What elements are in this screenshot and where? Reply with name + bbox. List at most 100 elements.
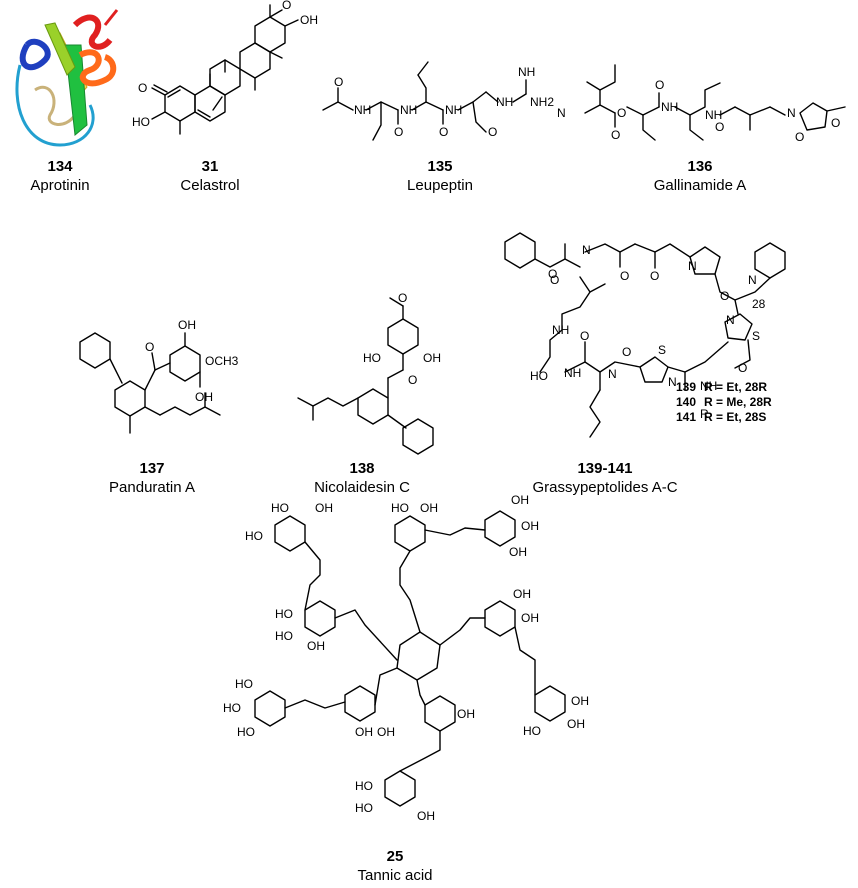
galloyl-ring [344, 685, 376, 722]
caption-135: 135 Leupeptin [407, 158, 473, 195]
atom-o: O [334, 75, 343, 89]
atom-nh: NH [354, 103, 371, 117]
atom-nh2: NH2 [530, 95, 554, 109]
atom-oh: OH [307, 639, 325, 653]
atom-o: O [282, 0, 291, 12]
atom-och3: OCH3 [205, 354, 239, 368]
atom-oh: OH [195, 390, 213, 404]
compound-name: Aprotinin [30, 177, 90, 194]
galloyl-ring [254, 690, 286, 727]
atom-nh: NH [700, 379, 717, 393]
cyclohexene-ring [114, 380, 146, 417]
ring-b [194, 85, 226, 122]
galloyl-ring [484, 600, 516, 637]
ribbon-sheet-lime [44, 22, 76, 76]
ribbon-strand-blue [19, 38, 51, 71]
atom-n: N [582, 243, 591, 257]
atom-o: O [617, 106, 626, 120]
atom-label-28: 28 [752, 297, 766, 311]
atom-oh: OH [377, 725, 395, 739]
atom-o: O [145, 340, 154, 354]
atom-ho: HO [391, 501, 409, 515]
r-group-text: R = Et, 28R [704, 380, 768, 394]
atom-nh: NH [705, 108, 722, 122]
atom-ho: HO [245, 529, 263, 543]
atom-o: O [439, 125, 448, 139]
atom-o: O [620, 269, 629, 283]
phenyl-ring [402, 418, 434, 455]
compound-name: Gallinamide A [653, 177, 747, 194]
atom-s: S [658, 343, 666, 357]
pyrrolidine-ring [689, 246, 721, 275]
atom-o: O [650, 269, 659, 283]
compound-name: Grassypeptolides A-C [532, 479, 678, 496]
r-group-number: 140 [676, 395, 697, 409]
compound-name: Tannic acid [357, 867, 433, 884]
compound-number: 31 [201, 158, 219, 175]
atom-ho: HO [132, 115, 150, 129]
caption-31: 31 Celastrol [180, 158, 239, 195]
atom-oh: OH [315, 501, 333, 515]
atom-nh: NH [496, 95, 513, 109]
celastrol-structure: O HO O OH [132, 0, 318, 135]
atom-oh: OH [417, 809, 435, 823]
methoxyphenol-ring [387, 318, 419, 355]
atom-nh: NH [564, 366, 581, 380]
atom-ho: HO [223, 701, 241, 715]
tannic-acid-structure: HO OH HO HO OH OH OH OH HO HO OH OH OH O… [223, 493, 589, 823]
atom-nh: NH [518, 65, 535, 79]
atom-oh: OH [178, 318, 196, 332]
atom-o: O [580, 329, 589, 343]
atom-o: O [138, 81, 147, 95]
atom-n: N [688, 259, 697, 273]
atom-o: O [611, 128, 620, 142]
phenyl-ring [504, 232, 536, 269]
atom-ho: HO [355, 779, 373, 793]
atom-nh: NH [445, 103, 462, 117]
compound-name: Celastrol [180, 177, 240, 194]
caption-139-141: 139-141 Grassypeptolides A-C [532, 460, 677, 497]
atom-o: O [831, 116, 840, 130]
ribbon-helix-red [72, 14, 113, 50]
compound-name: Panduratin A [109, 479, 195, 496]
r-group-number: 139 [676, 380, 697, 394]
atom-ho: HO [523, 724, 541, 738]
galloyl-ring [424, 695, 456, 732]
thiazoline-ring [724, 313, 753, 341]
atom-o: O [622, 345, 631, 359]
galloyl-ring [534, 685, 566, 722]
compound-number: 138 [349, 460, 375, 477]
atom-oh: OH [423, 351, 441, 365]
aryl-ring [169, 345, 201, 382]
atom-o: O [720, 289, 729, 303]
atom-o: O [408, 373, 417, 387]
atom-ho: HO [275, 629, 293, 643]
atom-ho: HO [271, 501, 289, 515]
atom-oh: OH [511, 493, 529, 507]
atom-oh: OH [420, 501, 438, 515]
galloyl-ring [394, 515, 426, 552]
atom-ho: HO [237, 725, 255, 739]
r-group-row: 139 R = Et, 28R [676, 380, 772, 395]
atom-o: O [655, 78, 664, 92]
panduratin-a-structure: O OH OH OCH3 [79, 318, 239, 434]
ribbon-loop-cyan [15, 64, 95, 147]
atom-oh: OH [521, 519, 539, 533]
atom-n: N [748, 273, 757, 287]
compound-name: Leupeptin [407, 177, 473, 194]
galloyl-ring [484, 510, 516, 547]
atom-oh: OH [300, 13, 318, 27]
atom-r: R [700, 407, 709, 421]
gallinamide-a-structure: N O O O NH NH O N O O [557, 64, 846, 144]
caption-134: 134 Aprotinin [30, 158, 89, 195]
grassypeptolides-structure: O N O O N O N 28 N S O NH HO NH O N O S … [504, 232, 786, 438]
caption-136: 136 Gallinamide A [654, 158, 747, 195]
cyclohexene-ring [357, 388, 389, 425]
atom-n: N [726, 313, 735, 327]
galloyl-ring [304, 600, 336, 637]
galloyl-ring [384, 770, 416, 807]
atom-oh: OH [355, 725, 373, 739]
ring-d [239, 42, 271, 79]
